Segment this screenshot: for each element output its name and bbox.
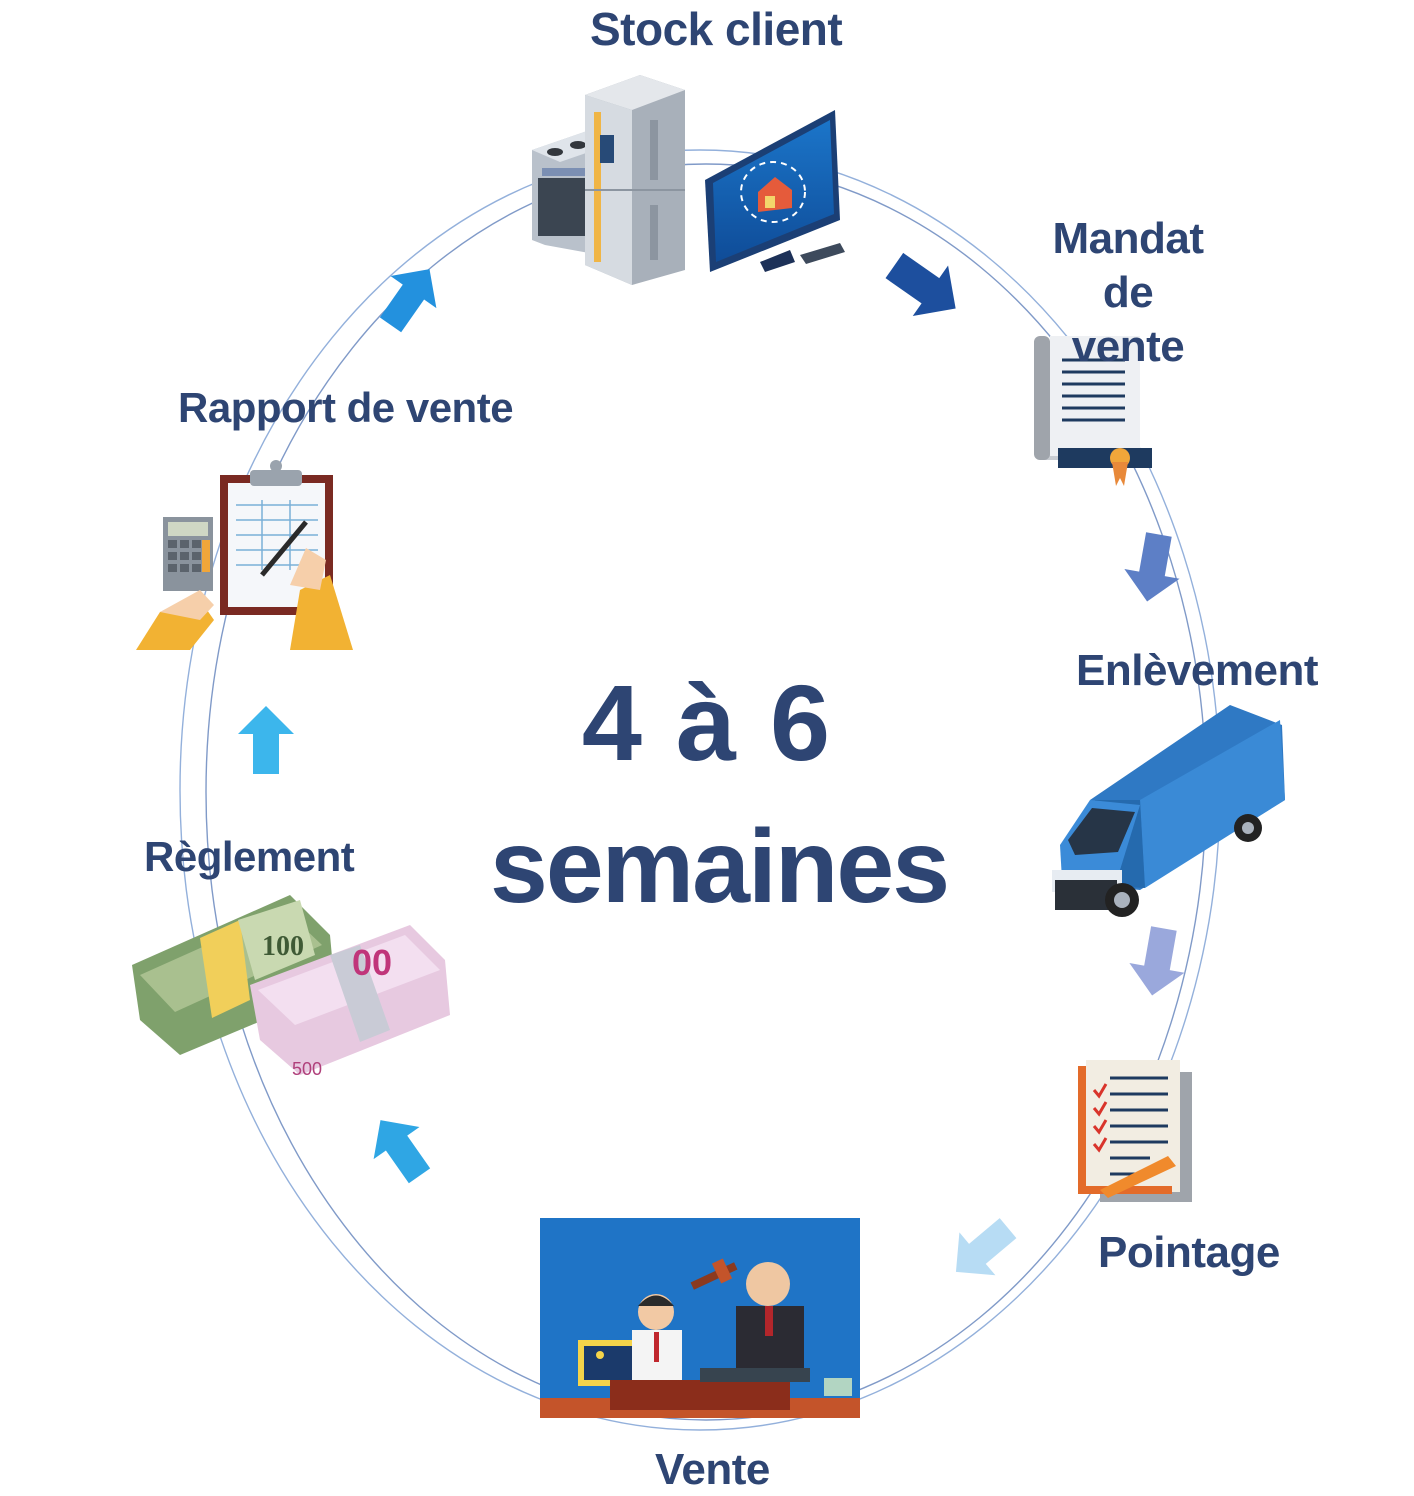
arrow-pointage-to-vente-icon: [955, 1218, 1017, 1276]
svg-text:00: 00: [352, 942, 392, 983]
step-label-reglement: Règlement: [144, 833, 355, 880]
step-label-vente: Vente: [655, 1445, 770, 1494]
arrow-stock-to-mandat-icon: [885, 252, 956, 317]
svg-text:500: 500: [292, 1059, 322, 1079]
arrow-enlevement-to-pointage-icon: [1129, 926, 1185, 996]
svg-text:100: 100: [262, 931, 304, 962]
step-label-enlevement: Enlèvement: [1076, 646, 1318, 695]
arrow-mandat-to-enlevement-icon: [1124, 532, 1180, 602]
center-duration-number: 4 à 6: [581, 662, 833, 783]
step-label-stock-client: Stock client: [590, 3, 843, 55]
van-icon: [1052, 705, 1285, 917]
clipboard-calculator-icon: [136, 460, 353, 650]
step-label-mandat-de-vente: Mandat de vente: [1048, 212, 1208, 374]
step-label-rapport-de-vente: Rapport de vente: [178, 384, 514, 431]
certificate-icon: [1034, 336, 1152, 486]
banknotes-icon: 100 00 500: [132, 895, 450, 1079]
center-duration-unit: semaines: [490, 809, 950, 925]
monitor-icon: [705, 110, 845, 272]
checklist-icon: [1078, 1060, 1192, 1202]
step-label-mandat-line2: de vente: [1071, 268, 1185, 371]
arrow-rapport-to-stock-icon: [379, 269, 437, 333]
step-label-pointage: Pointage: [1098, 1228, 1280, 1277]
auction-icon: [540, 1218, 860, 1418]
appliances-icon: [532, 75, 685, 285]
arrow-vente-to-reglement-icon: [373, 1120, 431, 1184]
step-label-mandat-line1: Mandat: [1052, 214, 1205, 263]
arrow-reglement-to-rapport-icon: [238, 706, 294, 774]
